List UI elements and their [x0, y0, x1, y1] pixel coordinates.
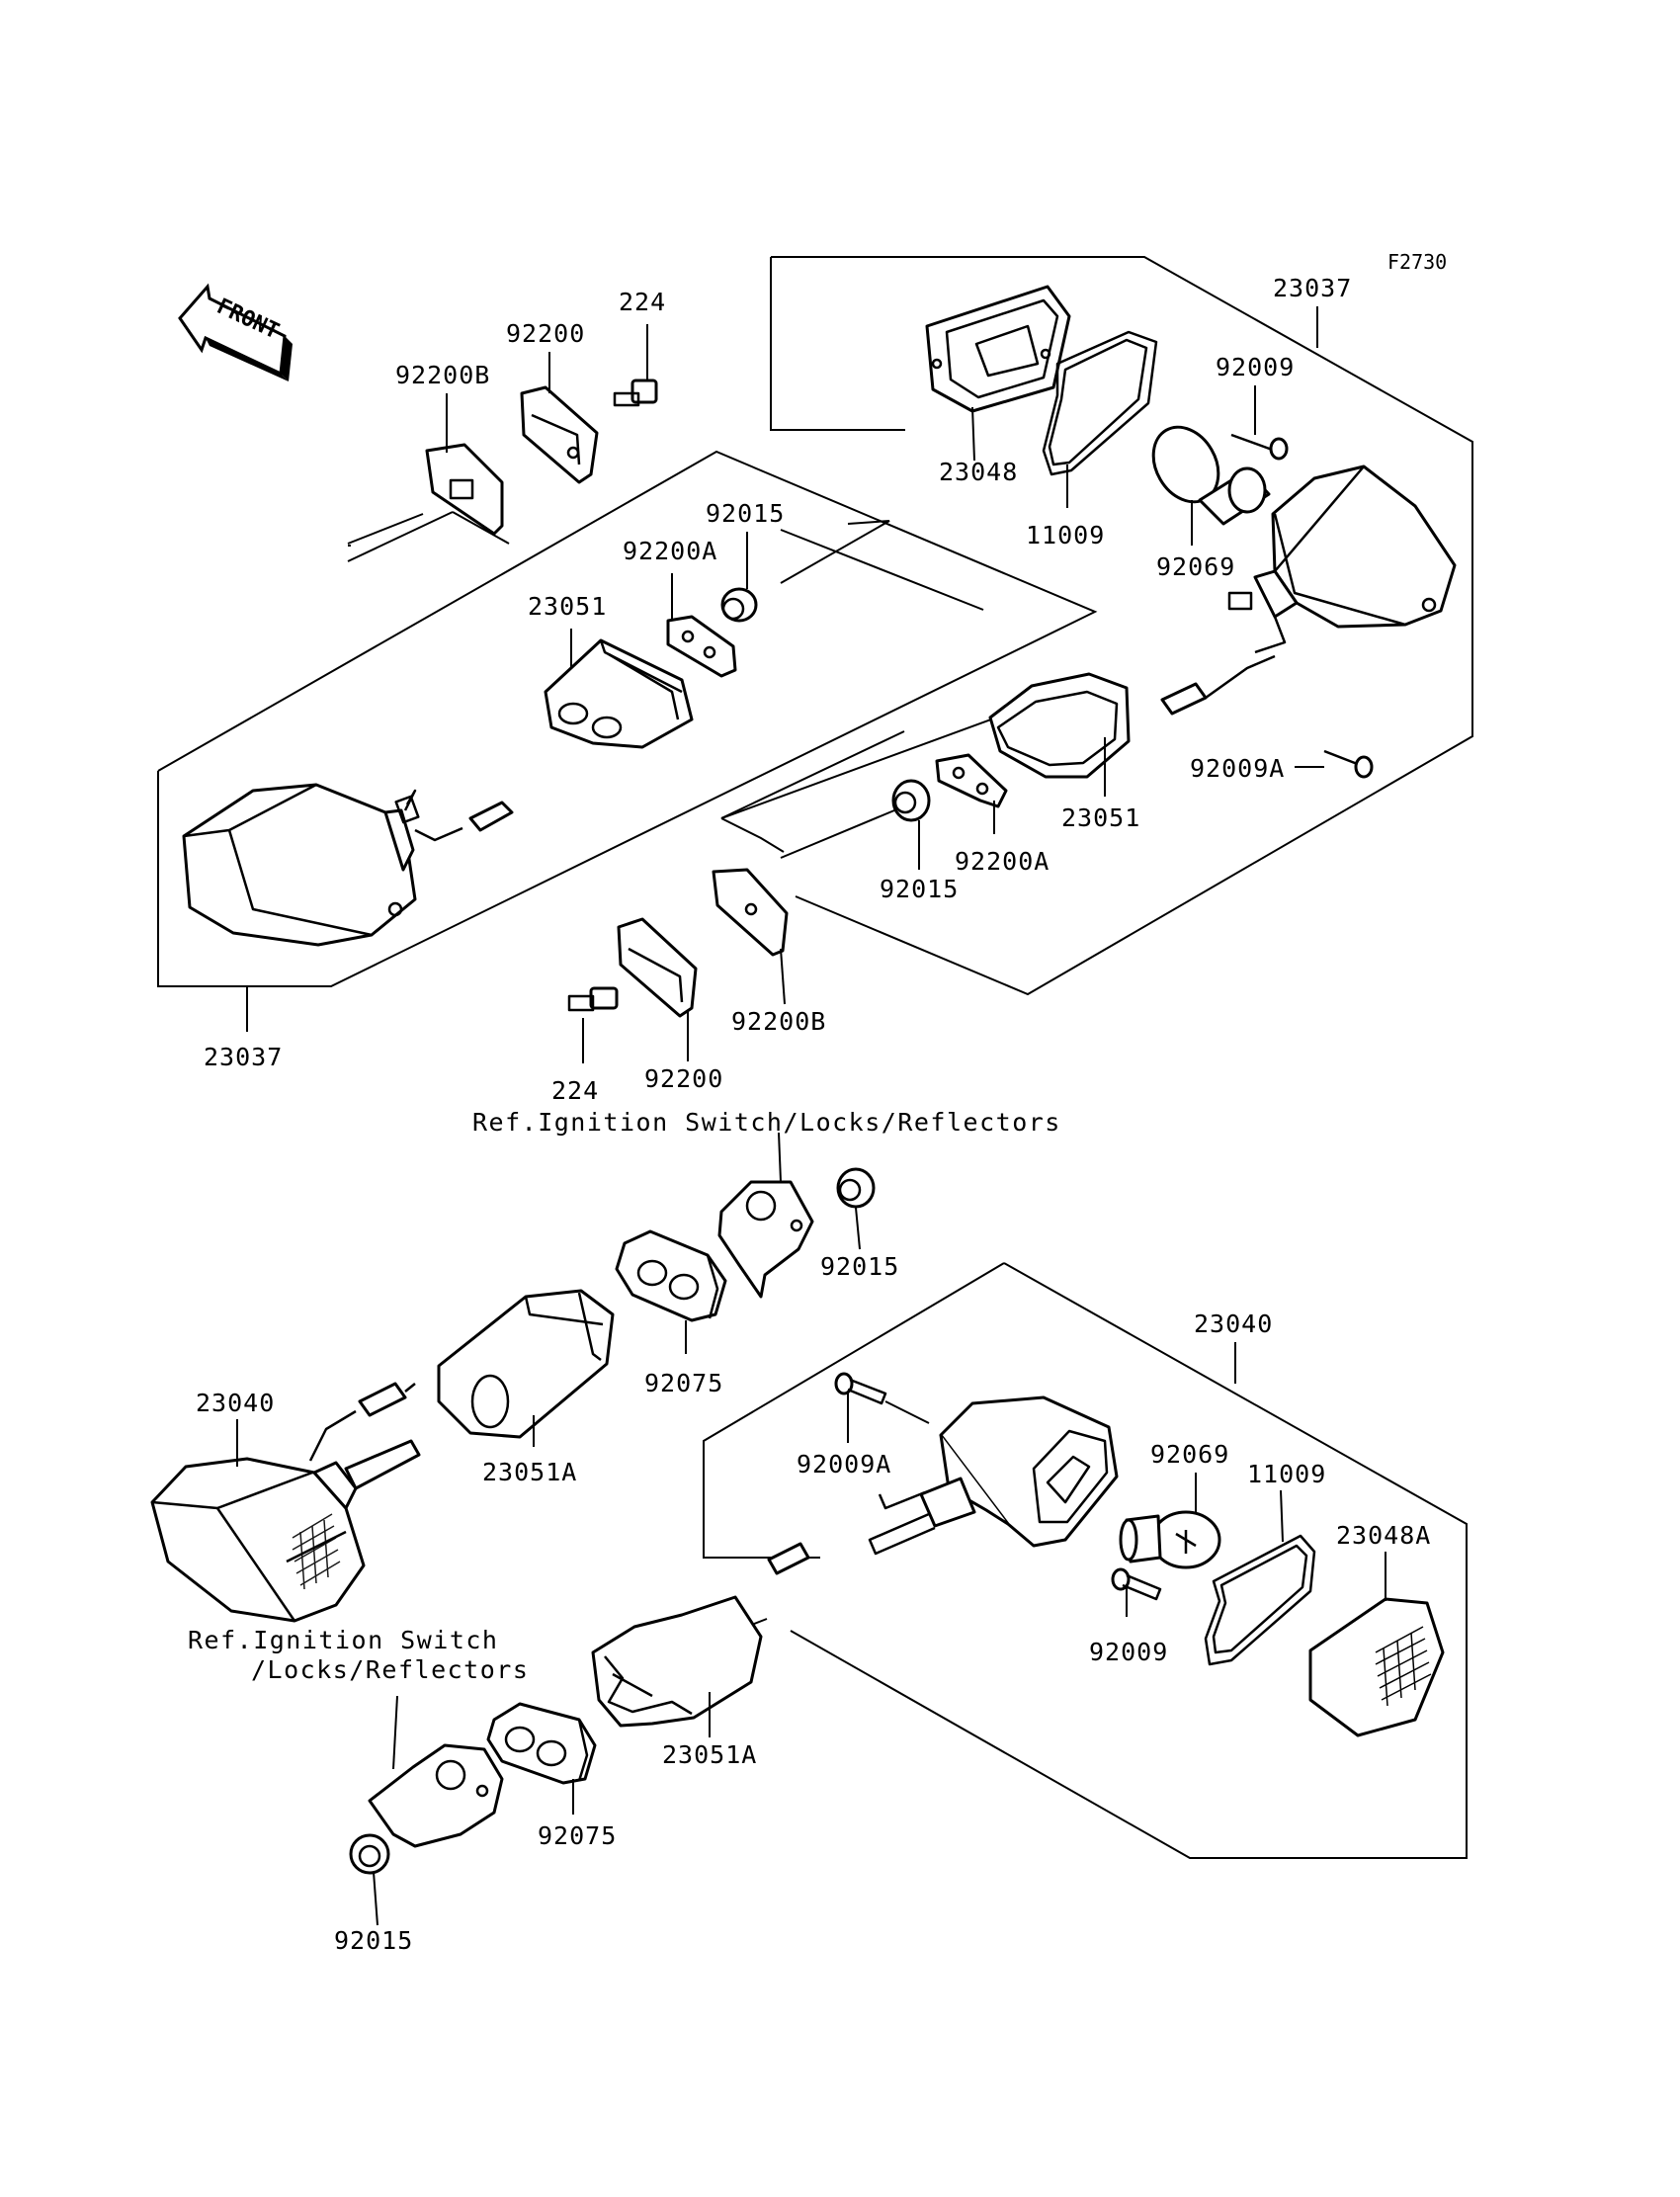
screw-92009-bottom: [1111, 1567, 1162, 1601]
turn-signal-23040-right: [767, 1395, 1119, 1575]
label-23051a-bottom: 23051A: [662, 1740, 757, 1769]
lower-right-assembly-outline: [703, 1262, 1468, 1859]
grommet-92075-bottom: [486, 1702, 597, 1785]
plate-92200a-top: [666, 615, 737, 678]
label-23037-left: 23037: [204, 1043, 283, 1071]
label-92015-ref: 92015: [820, 1252, 899, 1281]
label-224-top: 224: [619, 288, 666, 316]
label-92200-top: 92200: [506, 319, 585, 348]
label-92009-top: 92009: [1216, 353, 1295, 381]
label-23051a-mid: 23051A: [482, 1458, 577, 1486]
lens-23048: [925, 285, 1071, 413]
upper-right-assembly-outline: [720, 256, 1473, 996]
turn-signal-23037-left: [182, 783, 514, 947]
bulb-92069-top: [1151, 425, 1271, 526]
turn-signal-23037-right: [1160, 465, 1457, 716]
label-92200a-right: 92200A: [955, 847, 1050, 876]
bracket-92200-top: [520, 385, 599, 484]
housing-23051-left: [544, 638, 694, 749]
nut-92015-bottom: [349, 1833, 390, 1875]
label-92069-top: 92069: [1156, 552, 1235, 581]
label-92075-mid: 92075: [644, 1369, 723, 1397]
label-92009a-bottom: 92009A: [797, 1450, 891, 1479]
gasket-11009-bottom: [1204, 1534, 1316, 1666]
gasket-11009-top: [1042, 330, 1158, 476]
screw-224-mid: [567, 986, 619, 1012]
bracket-92200-mid: [617, 917, 698, 1018]
bulb-92069-bottom: [1119, 1510, 1221, 1569]
nut-92015-top: [720, 587, 758, 623]
label-224-mid: 224: [551, 1076, 599, 1105]
label-23048: 23048: [939, 458, 1018, 486]
reflector-bracket-mid: [717, 1132, 814, 1299]
label-23040-right: 23040: [1194, 1310, 1273, 1338]
screw-224-top: [613, 379, 658, 407]
housing-23051a-bottom: [591, 1595, 763, 1728]
label-92015-mid: 92015: [880, 875, 959, 903]
grommet-92075-mid: [615, 1229, 727, 1322]
label-92200a-top: 92200A: [623, 537, 717, 565]
leader-lines: [236, 306, 1386, 1926]
nut-92015-ref: [836, 1167, 876, 1209]
upper-left-assembly-outline: [157, 450, 1098, 987]
screw-92009a-bottom: [834, 1372, 930, 1424]
ref-ignition-switch-top: Ref.Ignition Switch/Locks/Reflectors: [472, 1108, 1061, 1137]
label-23051-right: 23051: [1061, 803, 1140, 832]
ref-ignition-switch-bottom-line1: Ref.Ignition Switch: [188, 1626, 498, 1654]
label-11009-top: 11009: [1026, 521, 1105, 549]
bracket-92200b-mid: [712, 868, 789, 957]
label-92015-top: 92015: [706, 499, 785, 528]
figure-code: F2730: [1387, 250, 1447, 274]
housing-23051a-mid: [437, 1289, 615, 1439]
bracket-92200b-top: [347, 443, 510, 562]
plate-92200a-right: [935, 753, 1008, 808]
label-92200-mid: 92200: [644, 1064, 723, 1093]
turn-signal-23040-left: [150, 1382, 421, 1623]
label-11009-bottom: 11009: [1247, 1460, 1326, 1488]
label-92075-bottom: 92075: [538, 1821, 617, 1850]
housing-23051-right: [988, 672, 1131, 779]
label-23051-left: 23051: [528, 592, 607, 621]
reflector-bracket-bottom: [368, 1695, 504, 1848]
label-23040-left: 23040: [196, 1389, 275, 1417]
label-23048a: 23048A: [1336, 1521, 1431, 1550]
label-92200b-top: 92200B: [395, 361, 490, 389]
screw-92009a-top: [1323, 749, 1374, 779]
front-arrow-icon: FRONT: [178, 283, 293, 381]
ref-ignition-switch-bottom-line2: /Locks/Reflectors: [251, 1655, 529, 1684]
screw-92009-top: [1230, 433, 1289, 461]
label-92015-bottom: 92015: [334, 1926, 413, 1955]
label-92009a-top: 92009A: [1190, 754, 1285, 783]
label-92069-bottom: 92069: [1150, 1440, 1229, 1469]
label-92200b-mid: 92200B: [731, 1007, 826, 1036]
label-23037-right: 23037: [1273, 274, 1352, 302]
label-92009-bottom: 92009: [1089, 1638, 1168, 1666]
nut-92015-mid: [891, 779, 931, 822]
lens-23048a: [1308, 1597, 1445, 1737]
